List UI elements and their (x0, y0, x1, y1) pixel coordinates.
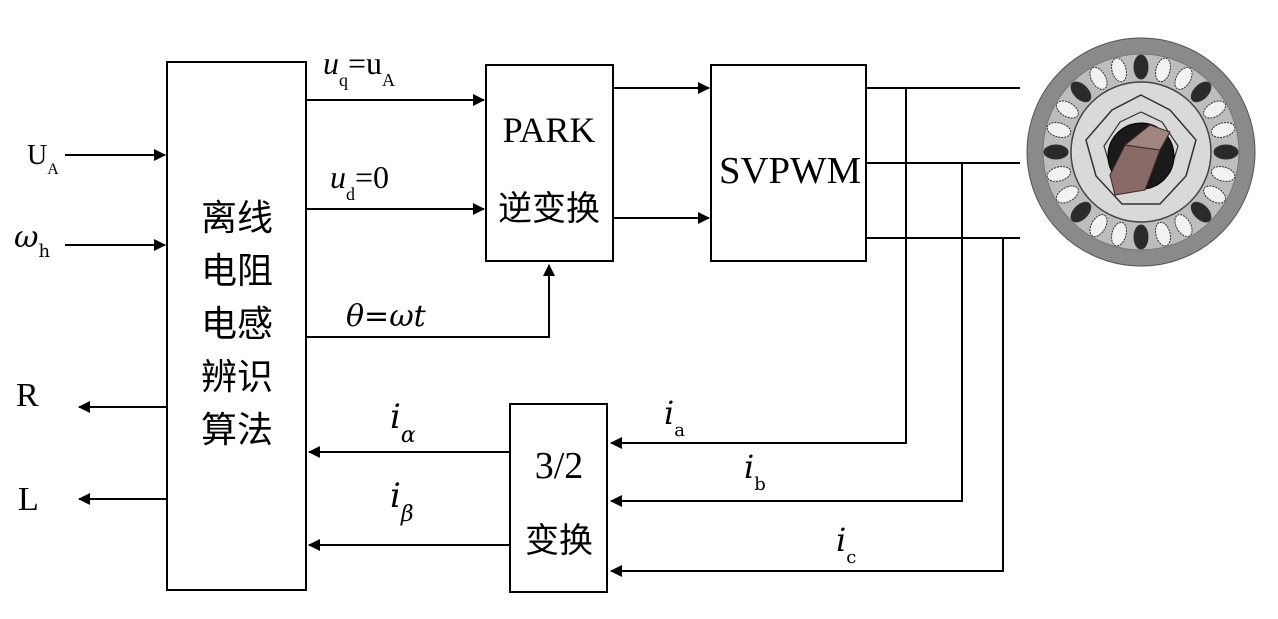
i-beta-label: iβ (390, 476, 414, 527)
clarke-block (510, 404, 607, 592)
park-sublabel: 逆变换 (498, 189, 600, 229)
uq-label: uq=uA (323, 45, 395, 90)
l-output-label: L (18, 481, 39, 518)
ic-label: ic (836, 521, 856, 568)
park-label: PARK (503, 110, 596, 150)
stator-slot (1134, 225, 1148, 249)
stator-slot (1214, 145, 1238, 159)
park-block (486, 65, 613, 261)
stator-slot (1044, 145, 1068, 159)
clarke-sublabel: 变换 (525, 521, 593, 561)
identification-line-3: 电感 (201, 304, 273, 345)
ud-label: ud=0 (330, 159, 389, 204)
theta-arrow (306, 265, 549, 337)
ib-label: ib (744, 448, 766, 495)
identification-line-5: 算法 (201, 410, 273, 451)
identification-label: 离线 电阻 电感 辨识 算法 (201, 198, 273, 451)
clarke-label: 3/2 (535, 445, 584, 487)
theta-label: θ=ωt (346, 299, 427, 334)
svpwm-label: SVPWM (719, 150, 861, 192)
identification-line-1: 离线 (201, 198, 273, 239)
r-output-label: R (16, 377, 39, 414)
i-alpha-label: iα (390, 397, 416, 448)
stator-slot (1134, 55, 1148, 79)
ia-label: ia (664, 394, 685, 441)
motor-cross-section-image (1027, 38, 1255, 266)
omega-h-label: ωh (14, 220, 50, 262)
identification-line-2: 电阻 (201, 251, 273, 292)
identification-line-4: 辨识 (201, 357, 273, 398)
ua-label: UA (27, 140, 59, 178)
